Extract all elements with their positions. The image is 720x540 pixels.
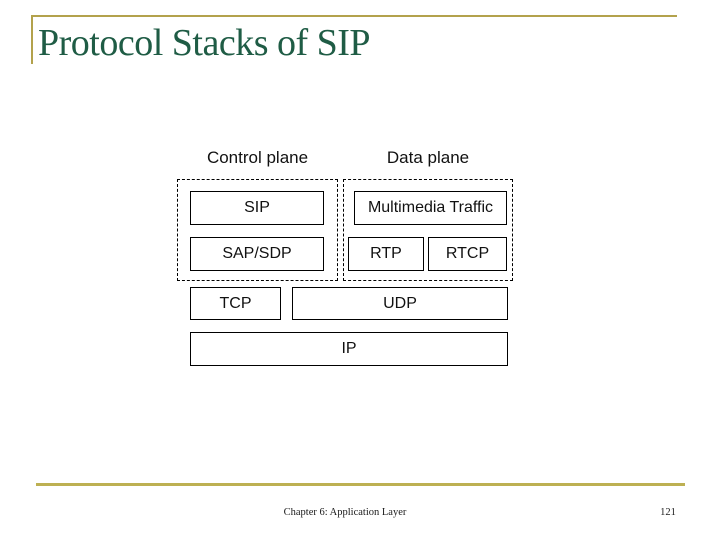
footer-rule	[36, 483, 685, 486]
footer-text: Chapter 6: Application Layer	[283, 507, 407, 518]
rtcp-box: RTCP	[428, 237, 507, 271]
multimedia-traffic-box: Multimedia Traffic	[354, 191, 507, 225]
left-accent-rule	[31, 15, 33, 64]
slide-title: Protocol Stacks of SIP	[38, 22, 371, 64]
top-accent-rule	[31, 15, 677, 17]
page-number: 121	[660, 507, 676, 518]
control-plane-label: Control plane	[206, 148, 309, 167]
udp-box: UDP	[292, 287, 508, 320]
rtp-box: RTP	[348, 237, 424, 271]
data-plane-label: Data plane	[386, 148, 470, 167]
tcp-box: TCP	[190, 287, 281, 320]
sap-sdp-box: SAP/SDP	[190, 237, 324, 271]
data-plane-group	[343, 179, 513, 281]
sip-box: SIP	[190, 191, 324, 225]
control-plane-group	[177, 179, 338, 281]
ip-box: IP	[190, 332, 508, 366]
